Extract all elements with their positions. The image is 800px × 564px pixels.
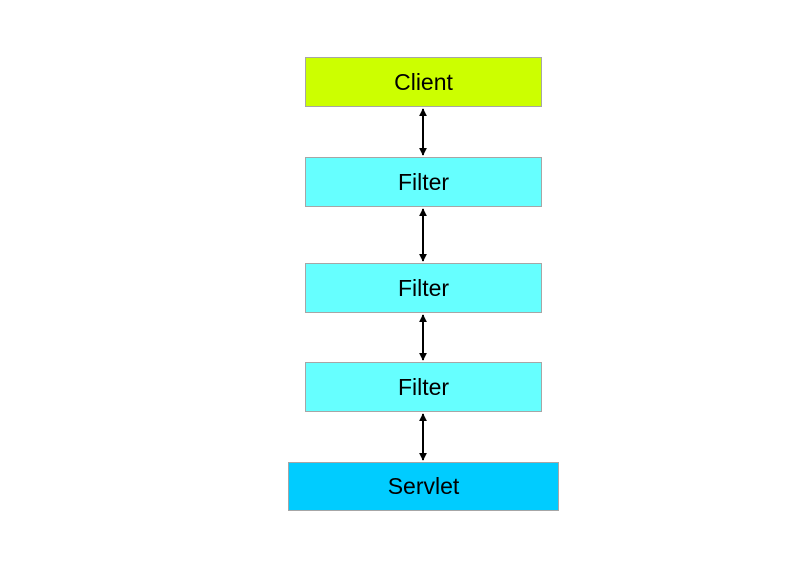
- filter-node-1: Filter: [305, 157, 542, 207]
- filter-node-2: Filter: [305, 263, 542, 313]
- filter-node-3: Filter: [305, 362, 542, 412]
- servlet-node: Servlet: [288, 462, 559, 511]
- client-node: Client: [305, 57, 542, 107]
